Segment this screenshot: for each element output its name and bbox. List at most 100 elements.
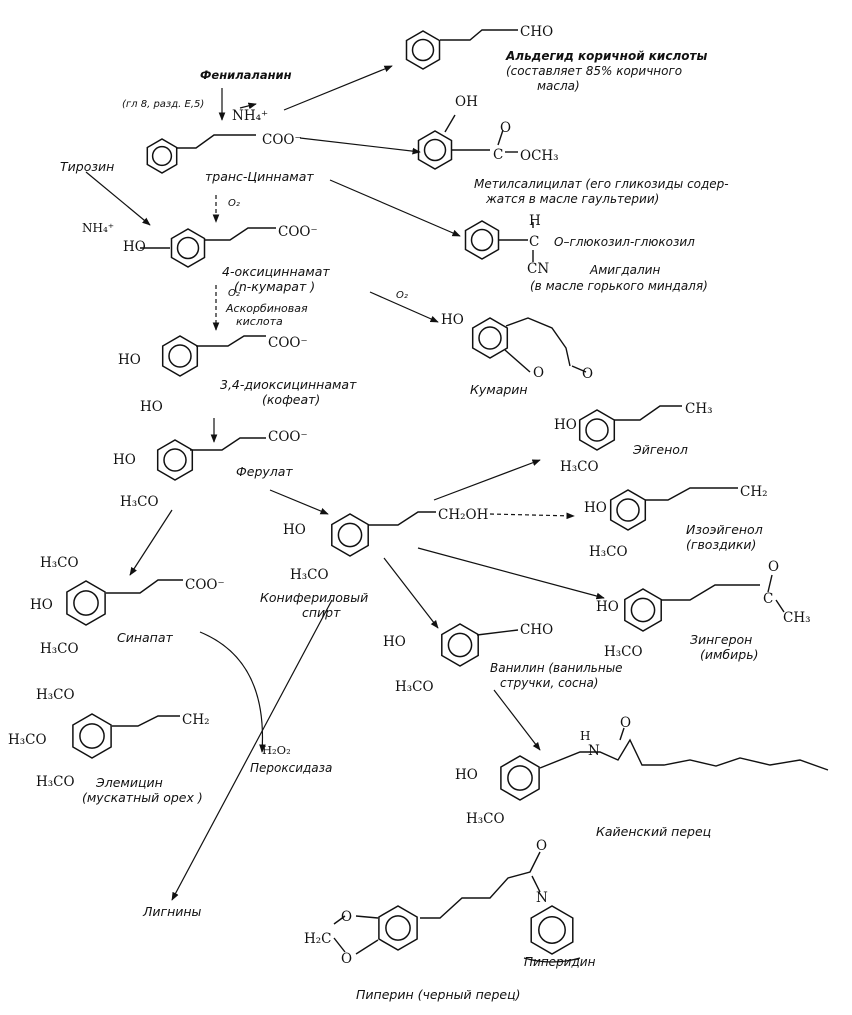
reaction-arrows xyxy=(85,65,605,963)
zingerone-label-2: (имбирь) xyxy=(700,647,759,662)
coniferyl-to-zingerone-arrow xyxy=(417,547,605,600)
caffeate-side-chain xyxy=(196,335,266,347)
vanillin-aldehyde-bond xyxy=(476,629,519,636)
coumarin-lactone-ring xyxy=(505,317,571,367)
methyl-salicylate-aromatic-circle xyxy=(423,138,447,162)
ferulate-to-sinapate-arrow xyxy=(129,509,173,576)
ferulate-label: Ферулат xyxy=(236,464,293,479)
sinapate-aromatic-circle xyxy=(73,590,99,616)
piperine-aromatic-circle xyxy=(385,915,411,941)
piperine-methylenedioxy: H₂C xyxy=(304,931,332,947)
caffeate-hydroxyl-1: HO xyxy=(118,352,141,368)
piperidine-label: Пиперидин xyxy=(524,955,596,969)
amygdalin-ring xyxy=(464,220,500,260)
zingerone-side-chain xyxy=(661,584,760,601)
isoeugenol-label: Изоэйгенол xyxy=(686,522,763,537)
coniferyl-to-lignins-arrow xyxy=(171,599,333,901)
coniferyl-alcohol-ring xyxy=(331,513,369,557)
sinapate-side-chain xyxy=(106,579,183,594)
amygdalin-carbon: C xyxy=(529,234,540,250)
eugenol-aromatic-circle xyxy=(585,418,609,442)
elemicin-methylene: CH₂ xyxy=(182,712,210,728)
glucosyl-glucosyl-label: O–глюкозил-глюкозил xyxy=(554,235,695,249)
zingerone-methyl-bond xyxy=(775,599,785,613)
cinnamate-carboxylate: COO⁻ xyxy=(262,132,302,148)
trans-cinnamate-ring xyxy=(146,138,178,174)
coumarate-to-coumarin-arrow xyxy=(369,291,439,323)
cinnamaldehyde-aldehyde: CHO xyxy=(520,24,554,40)
ferulate-ring xyxy=(156,439,194,481)
vanillin-methoxy: H₃CO xyxy=(395,679,434,695)
zingerone-carbon: C xyxy=(763,591,774,607)
eugenol-methoxy: H₃CO xyxy=(560,459,599,475)
ferulate-carboxylate: COO⁻ xyxy=(268,429,308,445)
ascorbic-acid-label-2: кислота xyxy=(236,315,283,328)
eugenol-methyl: CH₃ xyxy=(685,401,713,417)
ammonium-label: NH₄⁺ xyxy=(232,108,269,124)
eugenol-hydroxyl: HO xyxy=(554,417,577,433)
methylenedioxy-bond-1 xyxy=(333,915,346,925)
amygdalin-hydrogen: H xyxy=(529,213,541,229)
cinnamaldehyde-ring xyxy=(405,30,441,70)
phenylalanine-label: Фенилаланин xyxy=(200,68,292,82)
amygdalin-aromatic-circle xyxy=(470,228,494,252)
caffeate-label: 3,4-диоксициннамат xyxy=(220,377,357,392)
capsaicin-amide-nitrogen: N xyxy=(588,743,600,759)
coumarate-ring xyxy=(170,228,206,268)
ammonium-release-arrow xyxy=(239,102,257,110)
isoeugenol-methoxy: H₃CO xyxy=(589,544,628,560)
vanillin-label-2: стручки, сосна) xyxy=(500,676,599,690)
coumarate-hydroxyl: HO xyxy=(123,239,146,255)
elemicin-label-2: (мускатный орех ) xyxy=(82,790,203,805)
cinnamaldehyde-label: Альдегид коричной кислоты xyxy=(506,49,708,63)
oxygen-label-2: O₂ xyxy=(228,288,240,299)
coniferyl-alcohol-aromatic-circle xyxy=(337,522,363,548)
coniferyl-alcohol-label: Конифериловый xyxy=(260,590,369,605)
piperidine-underbrace xyxy=(523,957,581,963)
zingerone-ketone-bond xyxy=(767,574,773,593)
amygdalin-nitrile: CN xyxy=(527,261,550,277)
sinapate-ring xyxy=(66,580,106,626)
coumarin-ring xyxy=(471,317,509,359)
coniferyl-hydroxyl: HO xyxy=(283,522,306,538)
methyl-salicylate-carbonyl-o: O xyxy=(500,120,512,136)
lignins-label: Лигнины xyxy=(143,904,202,919)
bond-lines xyxy=(106,29,829,955)
elemicin-side-chain xyxy=(112,715,180,727)
cinnamaldehyde-label-3: масла) xyxy=(537,79,580,93)
cinnamaldehyde-aromatic-circle xyxy=(411,38,435,62)
elemicin-methoxy-2: H₃CO xyxy=(8,732,47,748)
sinapate-methoxy-1: H₃CO xyxy=(40,555,79,571)
vanillin-aldehyde: CHO xyxy=(520,622,554,638)
caffeate-ring xyxy=(161,335,199,377)
vanillin-ring xyxy=(441,623,479,667)
sinapate-methoxy-2: H₃CO xyxy=(40,641,79,657)
dioxole-bond-top xyxy=(355,915,379,919)
piperine-amide-bond xyxy=(531,875,541,893)
methyl-salicylate-hydroxyl: OH xyxy=(455,94,478,110)
coumarate-label: 4-оксициннамат xyxy=(222,264,330,279)
oxygen-label-3: O₂ xyxy=(396,290,408,301)
coniferyl-methoxy: H₃CO xyxy=(290,567,329,583)
piperidine-nitrogen: N xyxy=(536,890,548,906)
sinapate-peroxidase-curve xyxy=(199,631,266,753)
ferulate-aromatic-circle xyxy=(163,448,187,472)
elemicin-aromatic-circle xyxy=(79,723,105,749)
coniferyl-side-chain xyxy=(368,511,436,526)
zingerone-aromatic-circle xyxy=(630,597,656,623)
piperine-dienone-chain xyxy=(420,851,541,919)
coniferyl-alcohol-label-2: спирт xyxy=(302,605,341,620)
eugenol-side-chain xyxy=(614,405,682,421)
chapter-reference: (гл 8, разд. Е,5) xyxy=(122,99,205,110)
piperine-dioxole-oxygen-1: O xyxy=(341,909,353,925)
coumarate-carboxylate: COO⁻ xyxy=(278,224,318,240)
elemicin-methoxy-3: H₃CO xyxy=(36,774,75,790)
tyrosine-label: Тирозин xyxy=(60,159,115,174)
coumarin-ring-oxygen-bond xyxy=(504,349,531,373)
cinnamate-to-methylsalicylate-arrow xyxy=(299,137,421,155)
capsaicin-methoxy: H₃CO xyxy=(466,811,505,827)
ferulate-to-coniferyl-arrow xyxy=(269,489,329,515)
methyl-salicylate-ester: OCH₃ xyxy=(520,148,559,164)
zingerone-methoxy: H₃CO xyxy=(604,644,643,660)
ammonium-label-2: NH₄⁺ xyxy=(82,221,115,235)
